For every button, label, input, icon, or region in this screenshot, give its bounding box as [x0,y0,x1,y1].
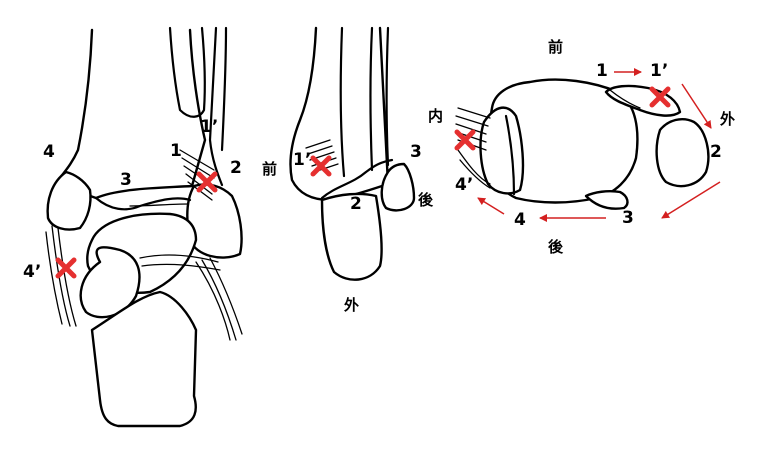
label-inner: 内 [428,107,444,125]
middle-panel [289,26,416,281]
arrow-icon [681,83,712,129]
lateral-malleolus-lateral [380,162,416,212]
talus-lateral [320,192,383,281]
lateral-malleolus [186,183,243,259]
label-2: 2 [710,142,722,162]
medial-part [479,106,525,195]
label-1-prime: 1’ [650,61,669,81]
left-panel [45,26,243,428]
label-3: 3 [622,208,634,228]
label-4-prime: 4’ [23,262,42,282]
label-outer: 外 [720,110,736,128]
label-back: 後 [418,191,434,209]
sustentaculum [79,246,141,319]
label-3: 3 [120,170,132,190]
label-2: 2 [230,158,242,178]
x-mark-icon [310,155,332,177]
fibula-tip [655,118,710,188]
label-3: 3 [410,142,422,162]
arrow-icon [477,197,505,215]
label-outer: 外 [344,296,360,314]
label-1: 1 [596,61,608,81]
label-4-prime: 4’ [455,175,474,195]
label-2: 2 [350,194,362,214]
fibula-bone-lateral [339,26,346,178]
label-1: 1 [170,141,182,161]
label-back: 後 [548,238,564,256]
arrow-icon [661,181,721,219]
medial-malleolus [46,170,92,231]
label-1-prime: 1’ [293,150,312,170]
x-mark-icon [454,129,476,151]
fibula-bone [168,26,206,118]
label-1-prime: 1’ [200,117,219,137]
x-mark-icon [55,257,77,279]
x-mark-icon [196,171,218,193]
tibia-bone-lateral [289,26,390,202]
label-front: 前 [548,38,564,56]
calcaneus-bone [90,290,198,428]
right-panel [454,68,721,222]
x-mark-icon [649,86,671,108]
label-4: 4 [514,210,526,230]
label-front: 前 [262,160,278,178]
posterior-ligament [584,190,629,210]
label-4: 4 [43,142,55,162]
